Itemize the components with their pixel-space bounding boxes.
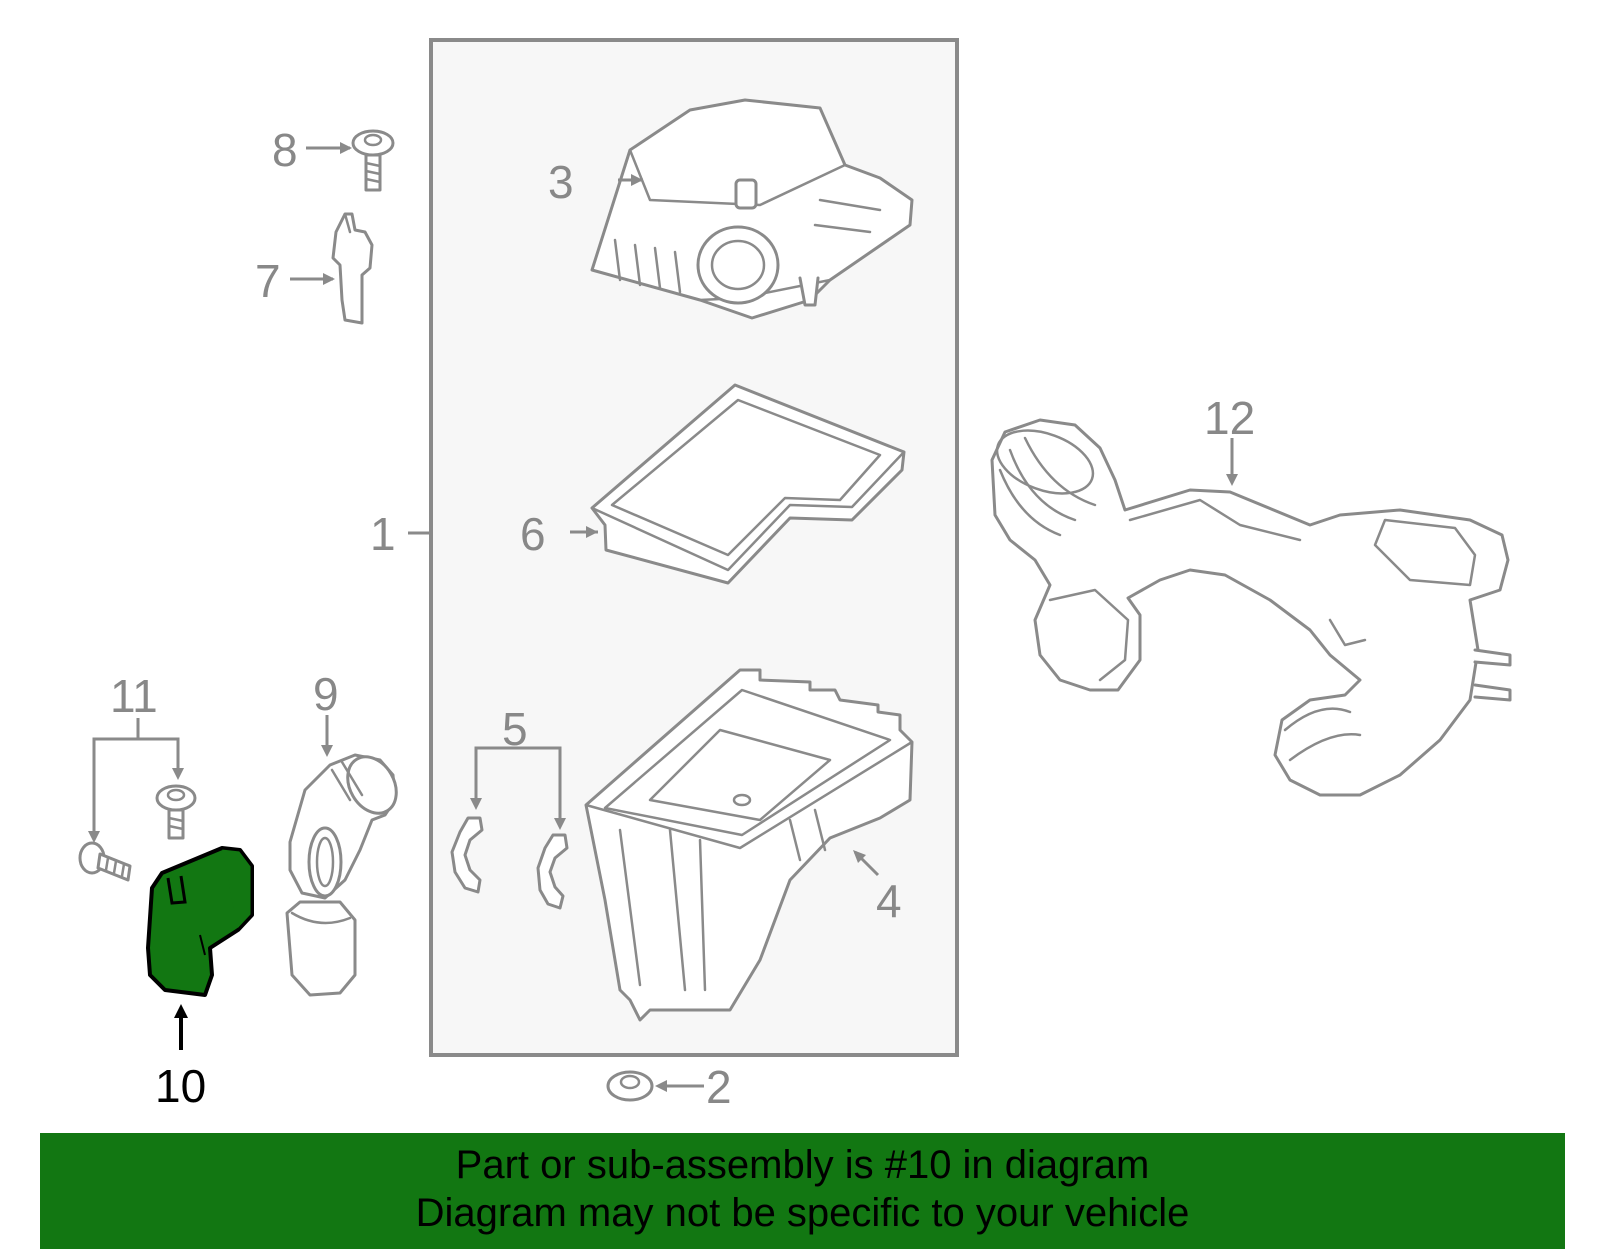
callout-8: 8 — [272, 124, 298, 176]
leader-lines — [88, 142, 1238, 1092]
callout-7: 7 — [255, 255, 281, 307]
footer-line-part-number: Part or sub-assembly is #10 in diagram — [455, 1143, 1150, 1187]
part-11-bolts[interactable] — [78, 784, 197, 882]
part-9-duct[interactable] — [285, 748, 406, 997]
footer-line-disclaimer: Diagram may not be specific to your vehi… — [415, 1191, 1190, 1235]
footer-banner: Part or sub-assembly is #10 in diagram D… — [40, 1133, 1565, 1249]
callout-5: 5 — [502, 703, 528, 755]
part-7-bracket[interactable] — [331, 212, 374, 325]
part-5-clips[interactable] — [450, 816, 569, 910]
callout-1: 1 — [370, 508, 396, 560]
callout-2: 2 — [706, 1061, 732, 1113]
callout-labels: 1 2 3 4 5 6 7 8 9 10 11 12 — [110, 124, 1255, 1113]
part-10-highlighted-duct[interactable] — [146, 846, 254, 997]
part-8-bolt[interactable] — [351, 129, 395, 192]
part-6-air-filter[interactable] — [590, 383, 906, 585]
callout-3: 3 — [548, 156, 574, 208]
part-3-air-cleaner-cover[interactable] — [590, 98, 914, 320]
callout-6: 6 — [520, 508, 546, 560]
callout-4: 4 — [876, 875, 902, 927]
part-2-grommet[interactable] — [606, 1070, 654, 1102]
callout-10: 10 — [155, 1060, 206, 1112]
callout-12: 12 — [1204, 392, 1255, 444]
part-4-lower-housing[interactable] — [584, 668, 914, 1022]
part-12-intake-hose[interactable] — [988, 418, 1512, 797]
callout-11: 11 — [110, 670, 158, 722]
callout-9: 9 — [313, 668, 339, 720]
